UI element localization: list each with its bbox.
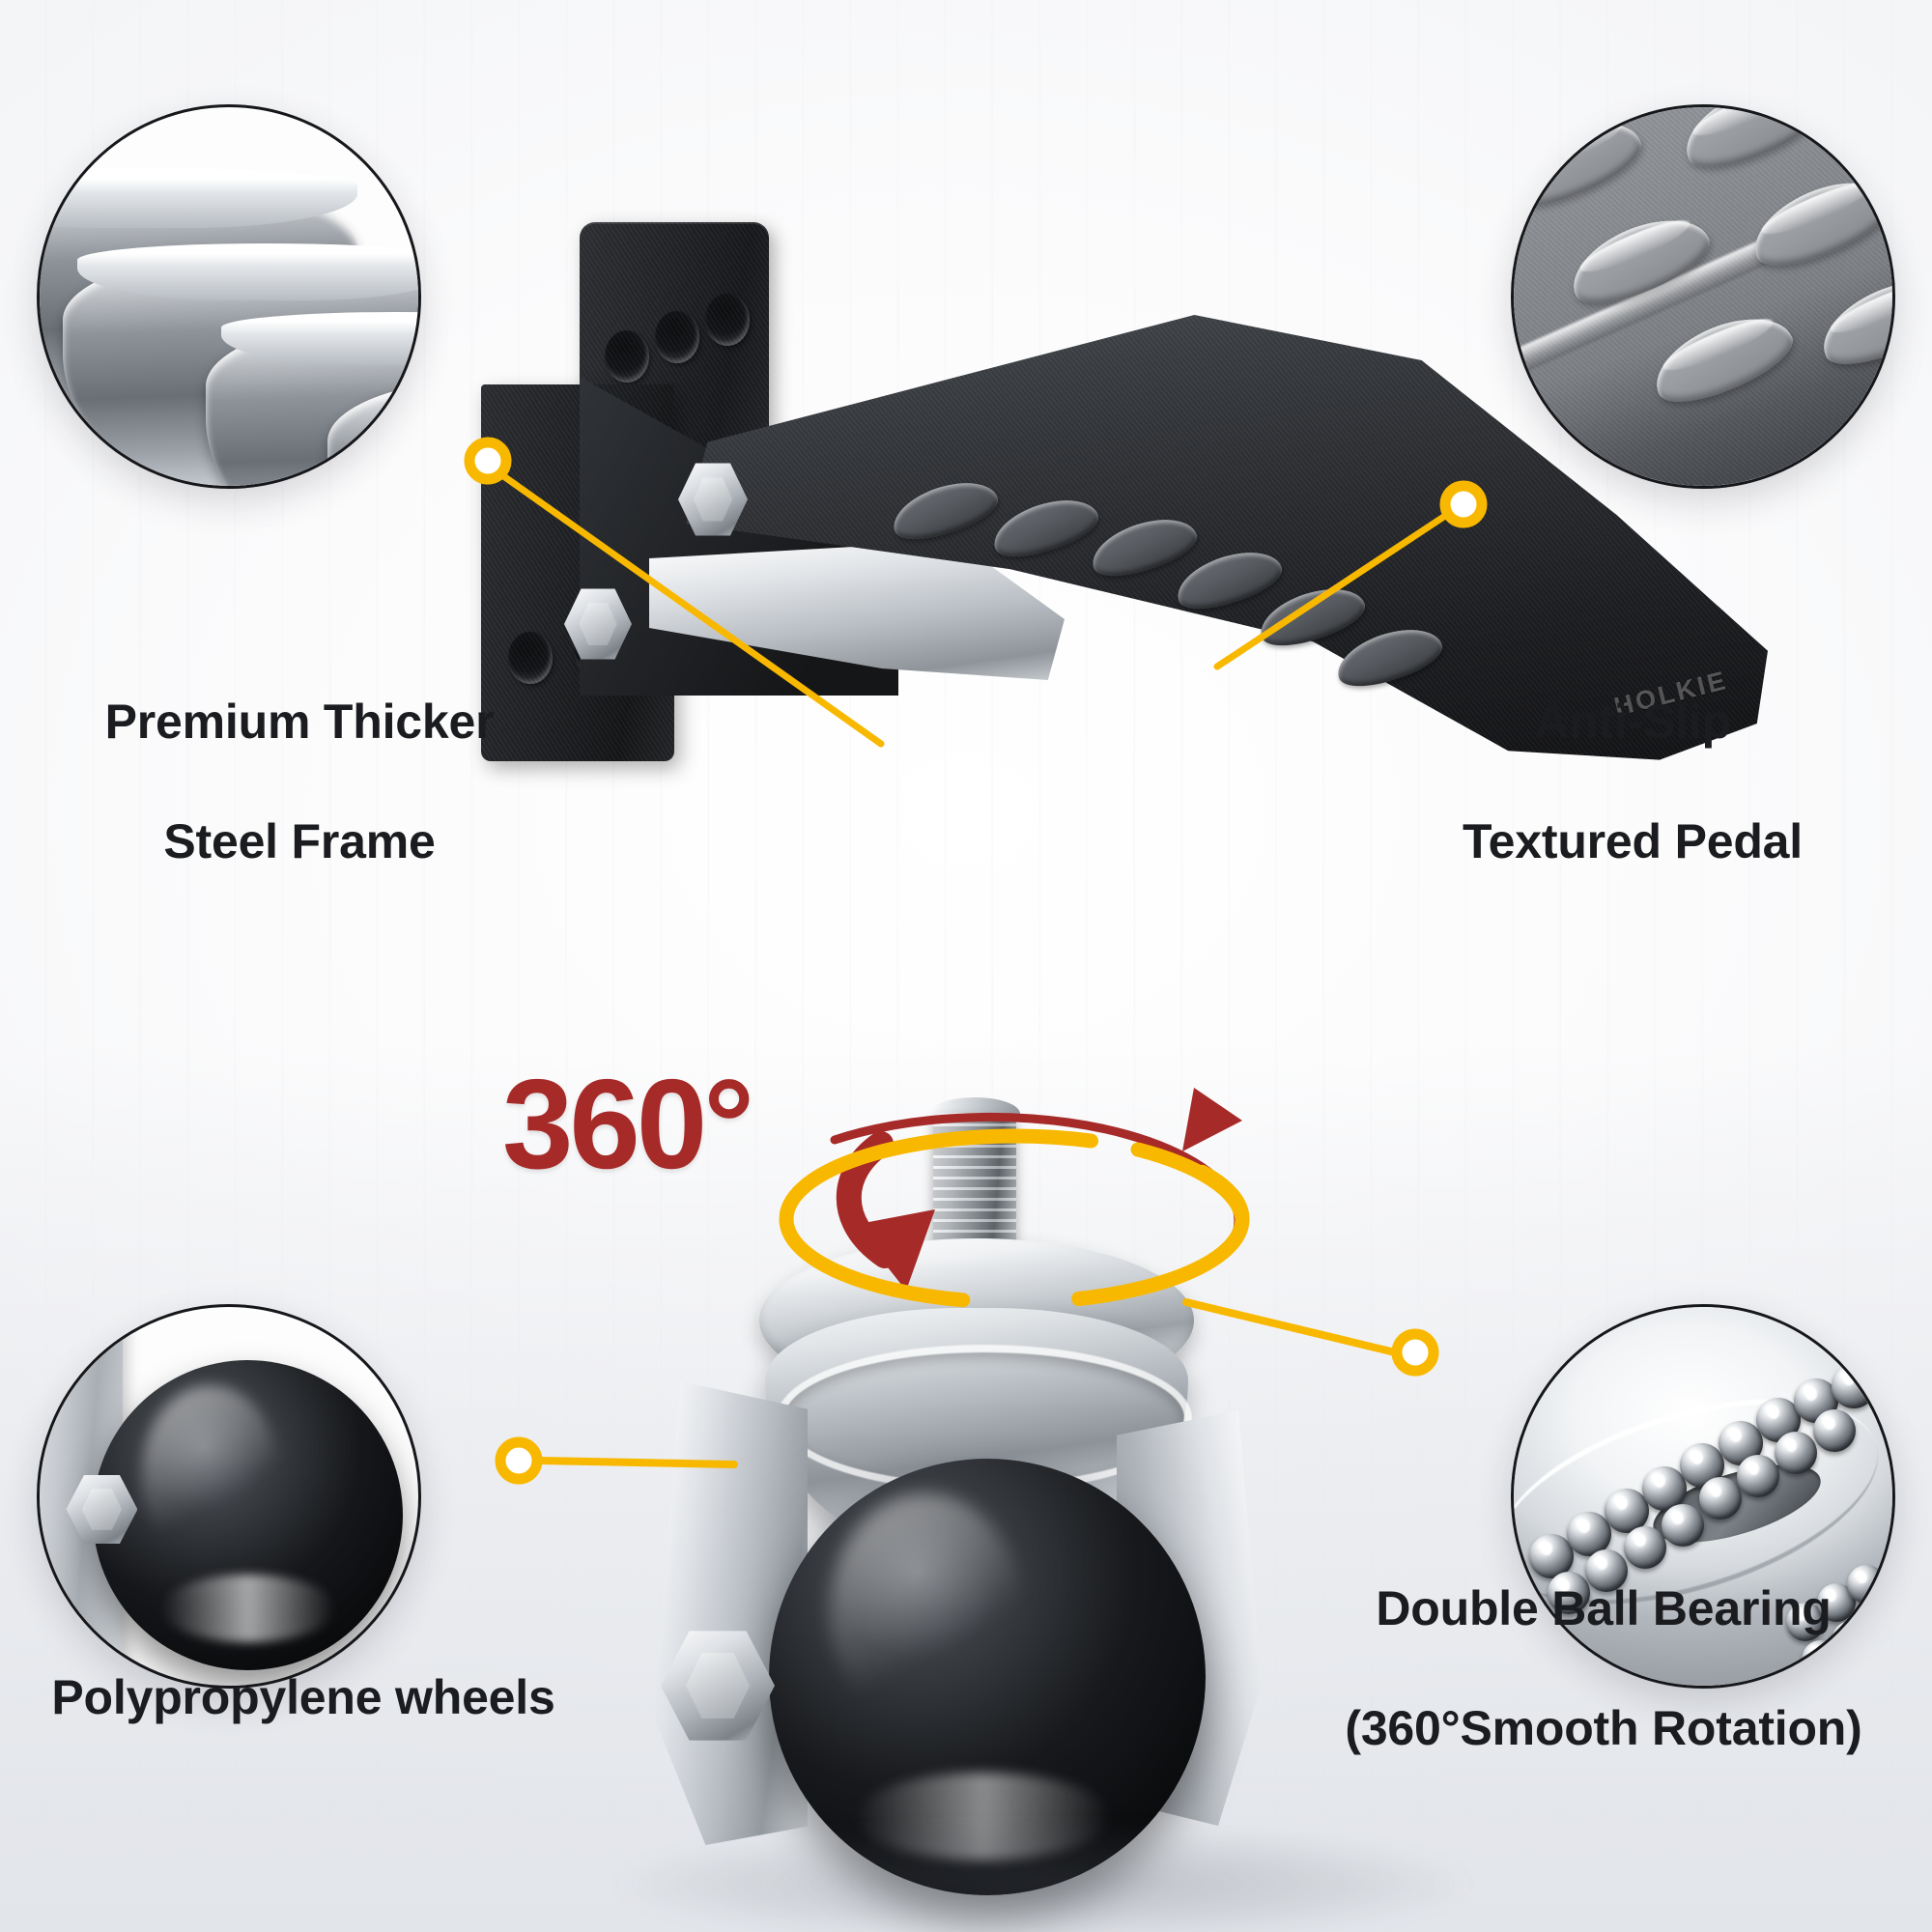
threaded-stem xyxy=(933,1113,1016,1256)
caption-textured-pedal: Anti-Slip Textured Pedal xyxy=(1372,632,1893,931)
detail-inset-ball-bearing[interactable] xyxy=(1511,1304,1895,1689)
caption-steel-frame: Premium Thicker Steel Frame xyxy=(39,632,560,931)
caster-wheel xyxy=(769,1459,1206,1895)
caption-polypropylene-wheels: Polypropylene wheels xyxy=(23,1607,583,1787)
caption-line-2: Textured Pedal xyxy=(1463,814,1803,868)
axle-hex-bolt xyxy=(661,1629,775,1743)
callout-dot-polypropylene[interactable] xyxy=(495,1436,543,1485)
detail-inset-polypropylene-wheel[interactable] xyxy=(37,1304,421,1689)
hex-bolt xyxy=(564,587,632,661)
caption-line-1: Polypropylene wheels xyxy=(51,1670,555,1724)
caption-line-2: Steel Frame xyxy=(163,814,436,868)
caption-line-1: Anti-Slip xyxy=(1534,695,1731,749)
callout-dot-ball-bearing[interactable] xyxy=(1391,1328,1439,1377)
caption-line-2: (360°Smooth Rotation) xyxy=(1345,1701,1862,1755)
hex-bolt xyxy=(678,462,748,537)
hero-ground-shadow xyxy=(618,1826,1468,1932)
caption-line-1: Premium Thicker xyxy=(104,695,495,749)
rotation-badge-label: 360° xyxy=(502,1053,754,1195)
hero-swivel-caster-product xyxy=(653,1092,1275,1922)
caption-line-1: Double Ball Bearing xyxy=(1376,1581,1832,1635)
wheel-axle-hex-bolt xyxy=(66,1473,138,1545)
detail-inset-steel-frame[interactable] xyxy=(37,104,421,489)
caption-double-ball-bearing: Double Ball Bearing (360°Smooth Rotation… xyxy=(1294,1519,1913,1818)
detail-inset-textured-pedal[interactable] xyxy=(1511,104,1895,489)
plate-hole xyxy=(605,330,649,383)
